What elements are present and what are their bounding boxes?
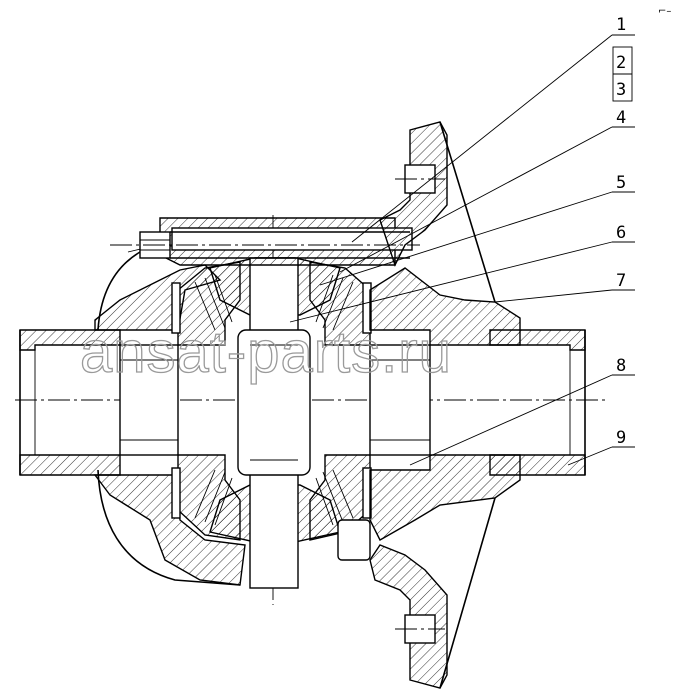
ring-gear-envelope	[439, 121, 496, 689]
right-tube-lower	[489, 454, 586, 476]
shaft-centre-block	[237, 329, 311, 476]
leader-lines	[289, 34, 635, 466]
left-washer-lower	[171, 467, 181, 519]
callout-6: 6	[616, 223, 626, 243]
left-bore	[119, 344, 179, 456]
right-bore	[369, 344, 431, 456]
callout-9: 9	[616, 428, 626, 448]
callout-1: 1	[616, 15, 626, 35]
left-washer-upper	[171, 282, 181, 334]
watermark: ansat-parts.ru	[80, 320, 452, 385]
left-tube-lower	[19, 454, 121, 476]
right-case-upper	[369, 267, 521, 346]
callout-5: 5	[616, 173, 626, 193]
left-case-lower	[93, 474, 246, 586]
ring-gear-flange-lower	[369, 544, 448, 689]
callout-4: 4	[616, 108, 626, 128]
lower-collar	[337, 519, 371, 561]
callout-3: 3	[616, 80, 626, 100]
right-tube-upper	[489, 329, 586, 351]
callout-7: 7	[616, 271, 626, 291]
callout-8: 8	[616, 356, 626, 376]
corner-mark: ⌐–	[658, 6, 671, 17]
callout-2: 2	[616, 53, 626, 73]
